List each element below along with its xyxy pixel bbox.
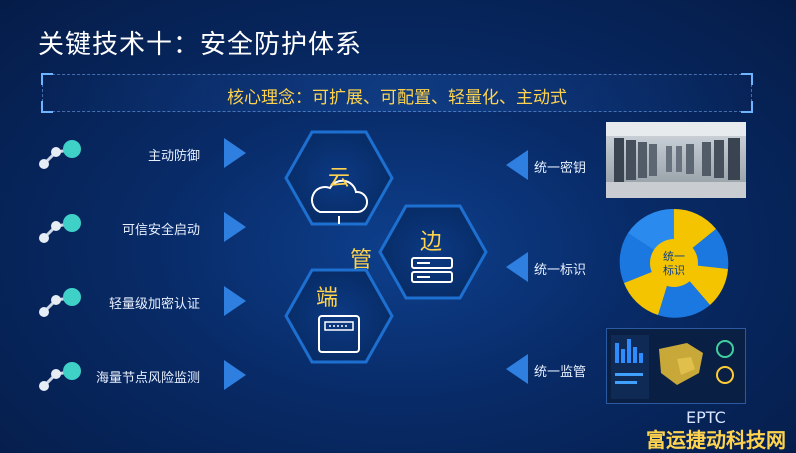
right-item-label: 统一标识 xyxy=(534,263,587,278)
arrow-left-icon xyxy=(506,252,528,282)
monitoring-dashboard-image xyxy=(606,328,746,404)
arrow-left-icon xyxy=(506,354,528,384)
right-item-label: 统一监管 xyxy=(534,365,587,380)
hex-device-label: 端 xyxy=(316,286,339,311)
arrow-right-icon xyxy=(224,138,246,168)
left-item-label: 可信安全启动 xyxy=(121,223,200,238)
svg-text:统一: 统一 xyxy=(663,250,685,263)
molecule-icon xyxy=(39,288,81,317)
page-title: 关键技术十：安全防护体系 xyxy=(38,30,363,60)
watermark-site: 富运捷动科技网 xyxy=(646,428,786,452)
molecule-icon xyxy=(39,140,81,169)
server-room-photo xyxy=(606,122,746,198)
right-item-unified-supervision: 统一监管 xyxy=(506,352,606,388)
watermark-logo: EPTC xyxy=(686,408,726,427)
arrow-left-icon xyxy=(506,150,528,180)
left-item-label: 主动防御 xyxy=(147,149,200,164)
server-room-illustration xyxy=(606,122,746,198)
hex-pipe-label: 管 xyxy=(350,248,373,273)
molecule-icon xyxy=(39,362,81,391)
left-item-label: 轻量级加密认证 xyxy=(108,297,200,312)
dashboard-illustration xyxy=(611,335,734,399)
hex-edge-label: 边 xyxy=(420,230,443,255)
arrow-right-icon xyxy=(224,286,246,316)
unified-id-wheel: 统一 标识 xyxy=(619,208,729,318)
left-item-trusted-boot: 可信安全启动 xyxy=(36,210,246,246)
right-item-label: 统一密钥 xyxy=(534,161,587,176)
hexagon-shapes xyxy=(284,130,488,364)
left-item-label: 海量节点风险监测 xyxy=(95,371,200,386)
svg-text:标识: 标识 xyxy=(663,263,685,277)
hexagon-cluster: 云 管 边 端 xyxy=(262,120,502,370)
right-item-unified-key: 统一密钥 xyxy=(506,148,606,184)
hex-cloud-label: 云 xyxy=(328,166,351,191)
right-item-unified-id: 统一标识 xyxy=(506,250,606,286)
core-concept-banner: 核心理念：可扩展、可配置、轻量化、主动式 xyxy=(41,73,753,113)
left-item-lightweight-encryption: 轻量级加密认证 xyxy=(36,284,246,320)
left-item-node-risk-monitoring: 海量节点风险监测 xyxy=(36,358,246,394)
arrow-right-icon xyxy=(224,212,246,242)
molecule-icon xyxy=(39,214,81,243)
left-item-active-defense: 主动防御 xyxy=(36,136,246,172)
core-concept-text: 核心理念：可扩展、可配置、轻量化、主动式 xyxy=(227,88,567,108)
arrow-right-icon xyxy=(224,360,246,390)
